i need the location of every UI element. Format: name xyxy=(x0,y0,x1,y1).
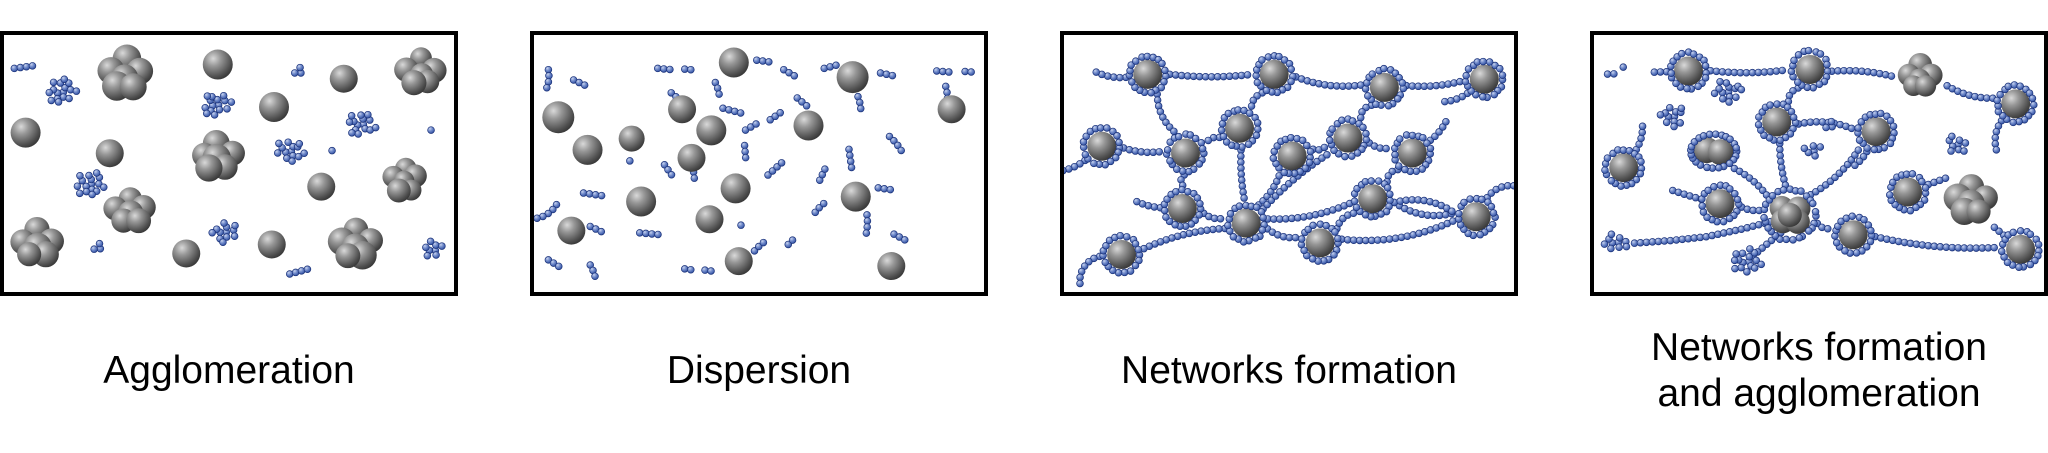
panel-label-networks-formation: Networks formation xyxy=(1121,349,1457,393)
panel-column-dispersion: Dispersion xyxy=(530,31,988,453)
panel-label-agglomeration: Agglomeration xyxy=(103,349,355,393)
panel-label-dispersion: Dispersion xyxy=(666,349,852,393)
panel-label-networks-formation-and-agglomeration: Networks formation and agglomeration xyxy=(1651,326,1987,415)
networks-formation-and-agglomeration-illustration xyxy=(1600,46,2043,276)
label-wrap-networks-formation: Networks formation xyxy=(1060,296,1518,446)
panel-column-networks-formation: Networks formation xyxy=(1060,31,1518,453)
networks-formation-illustration xyxy=(1064,52,1514,288)
panel-agglomeration xyxy=(0,31,458,296)
dispersion-illustration xyxy=(534,47,975,281)
panel-networks-formation-and-agglomeration xyxy=(1590,31,2048,296)
agglomeration-illustration xyxy=(10,44,447,278)
panel-dispersion xyxy=(530,31,988,296)
panel-column-agglomeration: Agglomeration xyxy=(0,31,458,453)
label-wrap-networks-formation-and-agglomeration: Networks formation and agglomeration xyxy=(1590,296,2048,446)
label-wrap-agglomeration: Agglomeration xyxy=(0,296,458,446)
label-wrap-dispersion: Dispersion xyxy=(530,296,988,446)
panel-networks-formation xyxy=(1060,31,1518,296)
panel-column-networks-formation-and-agglomeration: Networks formation and agglomeration xyxy=(1590,31,2048,453)
